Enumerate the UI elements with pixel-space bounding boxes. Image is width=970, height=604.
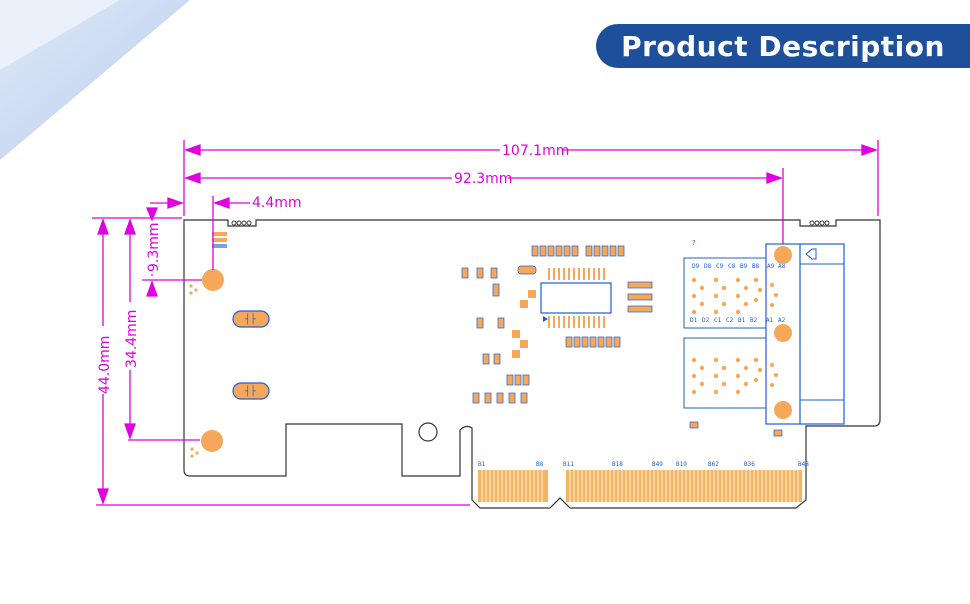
pin-label-b48: B48: [798, 461, 809, 468]
pin-label-b1: B1: [478, 461, 486, 468]
port-label-d1: D1: [690, 317, 698, 324]
pin-label-b62: B62: [708, 461, 719, 468]
pin-label-b8: B8: [536, 461, 544, 468]
bracket-notch-left: [231, 220, 252, 226]
title-banner: Product Description: [596, 24, 970, 68]
port-label-a2: A2: [778, 317, 786, 324]
pin-label-b19: B19: [676, 461, 687, 468]
pin-label-b18: B18: [612, 461, 623, 468]
port-label-b1: B1: [738, 317, 746, 324]
port-label-a1: A1: [766, 317, 774, 324]
rj45-connector: [765, 243, 845, 425]
pin-label-b11: B11: [563, 461, 574, 468]
pin-label-b36: B36: [744, 461, 755, 468]
dim-hole-spacing: 34.4mm: [124, 310, 140, 368]
capacitor-1: ┤├: [232, 310, 270, 328]
screw-pad-top: [202, 269, 224, 291]
port-label-c2: C2: [726, 317, 734, 324]
via-cluster-top: [189, 284, 198, 295]
serial-port-block: D9 D8 C9 C8 B9 B8 A9 A8 D1 D2 C1 C2 B1 B…: [683, 257, 786, 409]
dim-total-length: 107.1mm: [502, 143, 569, 159]
svg-text:┤├: ┤├: [244, 313, 256, 325]
port-label-a9: A9: [767, 263, 775, 270]
corner-decoration-light: [0, 0, 120, 70]
dim-top-hole: 9.3mm: [146, 222, 162, 272]
smd-rows: [461, 245, 783, 437]
mounting-hole: [418, 422, 438, 442]
dim-bracket-length: 92.3mm: [454, 171, 512, 187]
pin-label-b49: B49: [652, 461, 663, 468]
banner-title: Product Description: [621, 30, 945, 63]
port-label-d9: D9: [692, 263, 700, 270]
port-label-d8: D8: [704, 263, 712, 270]
port-label-c9: C9: [716, 263, 724, 270]
screw-pad-bottom: [201, 430, 223, 452]
port-label-d2: D2: [702, 317, 710, 324]
dimension-labels: 107.1mm 92.3mm 4.4mm 44.0mm 34.4mm 9.3mm: [95, 142, 569, 394]
edge-connector: B1 B8 B11 B18 B19 B36 B48 B49 B62: [478, 461, 809, 502]
port-label-c1: C1: [714, 317, 722, 324]
port-label-b9: B9: [740, 263, 748, 270]
port-label-a8: A8: [778, 263, 786, 270]
small-pads-top: [212, 232, 227, 248]
dim-total-height: 44.0mm: [97, 336, 113, 394]
unknown-mark: ?: [692, 239, 696, 247]
dim-edge-offset: 4.4mm: [252, 195, 302, 211]
svg-text:┤├: ┤├: [244, 385, 256, 397]
port-label-b2: B2: [750, 317, 758, 324]
port-label-b8: B8: [752, 263, 760, 270]
port-label-c8: C8: [728, 263, 736, 270]
main-chip: [540, 268, 612, 328]
board-outline: [183, 219, 881, 509]
via-cluster-bottom: [190, 447, 199, 458]
regulator-parts: [512, 290, 536, 358]
capacitor-2: ┤├: [232, 382, 270, 400]
bracket-notch-right: [809, 220, 830, 226]
